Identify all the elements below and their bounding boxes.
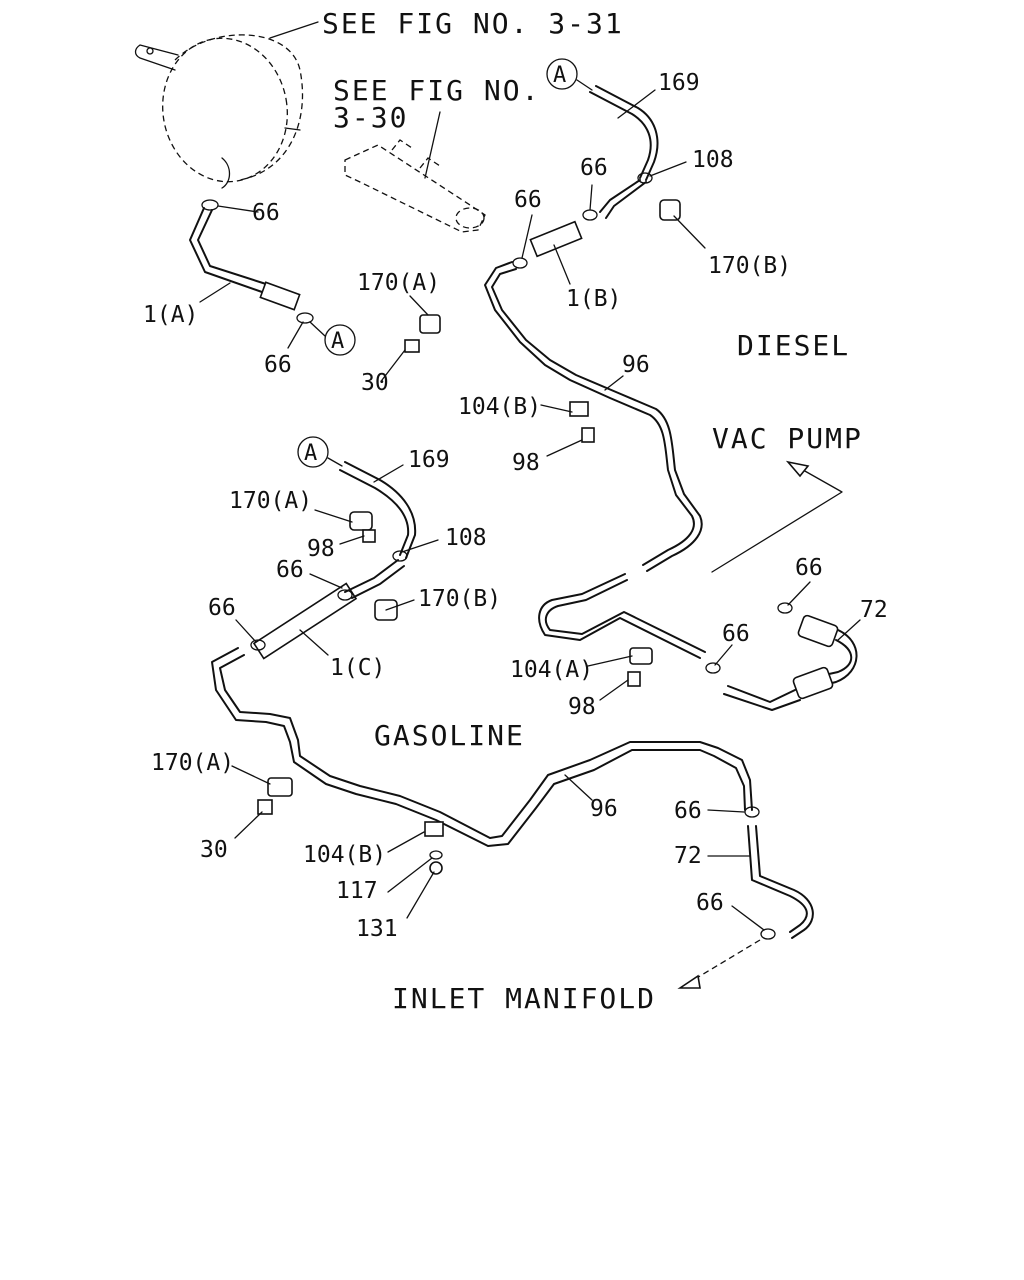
part-66-label: 66 bbox=[722, 621, 750, 647]
part-96-label: 96 bbox=[590, 796, 618, 822]
svg-text:A: A bbox=[331, 329, 344, 354]
part-98-label: 98 bbox=[512, 450, 540, 476]
part-169-label: 169 bbox=[658, 70, 700, 96]
part-104b-label: 104(B) bbox=[303, 842, 386, 868]
part-170a-label: 170(A) bbox=[357, 270, 440, 296]
part-66-label: 66 bbox=[696, 890, 724, 916]
vac-pump-label: VAC PUMP bbox=[712, 422, 863, 455]
svg-text:A: A bbox=[553, 63, 566, 88]
part-170b-label: 170(B) bbox=[418, 586, 501, 612]
part-66-label: 66 bbox=[795, 555, 823, 581]
part-66-label: 66 bbox=[514, 187, 542, 213]
part-66-label: 66 bbox=[252, 200, 280, 226]
svg-text:A: A bbox=[304, 441, 317, 466]
part-117-label: 117 bbox=[336, 878, 378, 904]
part-108-label: 108 bbox=[445, 525, 487, 551]
diesel-hose-line bbox=[484, 85, 706, 659]
callout-a-top: A bbox=[546, 58, 593, 91]
leader-lines bbox=[199, 21, 861, 931]
diesel-label: DIESEL bbox=[737, 329, 850, 362]
part-98-label: 98 bbox=[568, 694, 596, 720]
master-cylinder-drawing bbox=[344, 139, 486, 233]
vac-pump-arrow bbox=[711, 460, 843, 573]
part-72-label: 72 bbox=[860, 597, 888, 623]
part-66-label: 66 bbox=[208, 595, 236, 621]
part-96-label: 96 bbox=[622, 352, 650, 378]
part-66-label: 66 bbox=[264, 352, 292, 378]
gasoline-label: GASOLINE bbox=[374, 719, 525, 752]
part-1a-label: 1(A) bbox=[143, 302, 198, 328]
gasoline-hose-line bbox=[211, 461, 814, 939]
part-98-label: 98 bbox=[307, 536, 335, 562]
part-104b-label: 104(B) bbox=[458, 394, 541, 420]
part-30-label: 30 bbox=[200, 837, 228, 863]
inlet-manifold-label: INLET MANIFOLD bbox=[392, 982, 656, 1015]
part-131-label: 131 bbox=[356, 916, 398, 942]
part-108-label: 108 bbox=[692, 147, 734, 173]
see-fig-3-31-label: SEE FIG NO. 3-31 bbox=[322, 7, 624, 40]
see-fig-3-30-label-line2: 3-30 bbox=[333, 101, 408, 134]
part-66-label: 66 bbox=[674, 798, 702, 824]
part-66-label: 66 bbox=[580, 155, 608, 181]
part-66-label: 66 bbox=[276, 557, 304, 583]
part-170b-label: 170(B) bbox=[708, 253, 791, 279]
part-72-label: 72 bbox=[674, 843, 702, 869]
small-parts bbox=[250, 172, 793, 940]
part-104a-label: 104(A) bbox=[510, 657, 593, 683]
diesel-72-hose bbox=[723, 614, 858, 711]
see-fig-3-30-label-line1: SEE FIG NO. bbox=[333, 74, 540, 107]
hose-1a-drawing bbox=[189, 199, 314, 324]
part-30-label: 30 bbox=[361, 370, 389, 396]
inlet-manifold-arrow bbox=[677, 939, 761, 989]
part-170a-label: 170(A) bbox=[229, 488, 312, 514]
callout-a-left: A bbox=[309, 321, 356, 356]
callout-a-mid: A bbox=[297, 436, 343, 468]
part-170a-label: 170(A) bbox=[151, 750, 234, 776]
part-1c-label: 1(C) bbox=[330, 655, 385, 681]
part-1b-label: 1(B) bbox=[566, 286, 621, 312]
part-169-label: 169 bbox=[408, 447, 450, 473]
brake-booster-drawing bbox=[134, 34, 304, 189]
